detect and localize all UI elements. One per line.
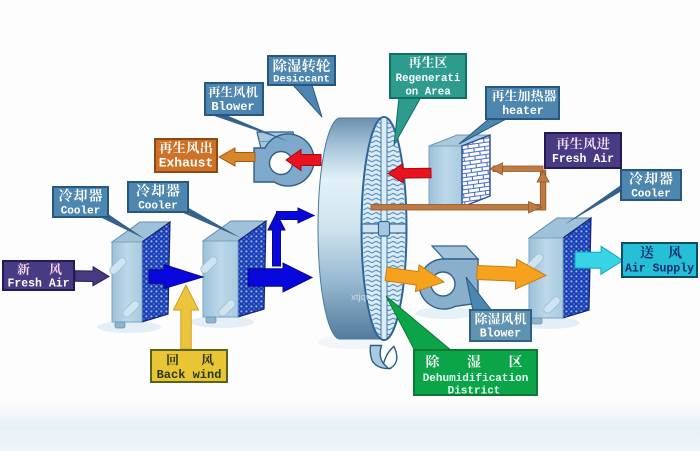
svg-text:Fresh Air: Fresh Air	[552, 153, 614, 166]
svg-text:Back wind: Back wind	[157, 368, 222, 382]
svg-text:District: District	[448, 386, 501, 398]
svg-text:Exhaust: Exhaust	[159, 156, 214, 171]
svg-text:Fresh Air: Fresh Air	[7, 278, 69, 291]
svg-text:Blower: Blower	[211, 100, 254, 114]
svg-text:Cooler: Cooler	[61, 206, 101, 218]
svg-text:Desiccant: Desiccant	[273, 74, 330, 86]
svg-text:Cooler: Cooler	[138, 201, 178, 213]
svg-text:on Area: on Area	[405, 87, 451, 99]
svg-text:Regenerati: Regenerati	[396, 73, 461, 85]
svg-text:Dehumidification: Dehumidification	[423, 373, 529, 385]
svg-text:xtjqw: xtjqw	[351, 292, 373, 303]
svg-text:Cooler: Cooler	[631, 189, 671, 201]
svg-text:heater: heater	[502, 105, 544, 118]
svg-text:Air Supply: Air Supply	[625, 263, 694, 276]
svg-text:Blower: Blower	[480, 328, 522, 341]
